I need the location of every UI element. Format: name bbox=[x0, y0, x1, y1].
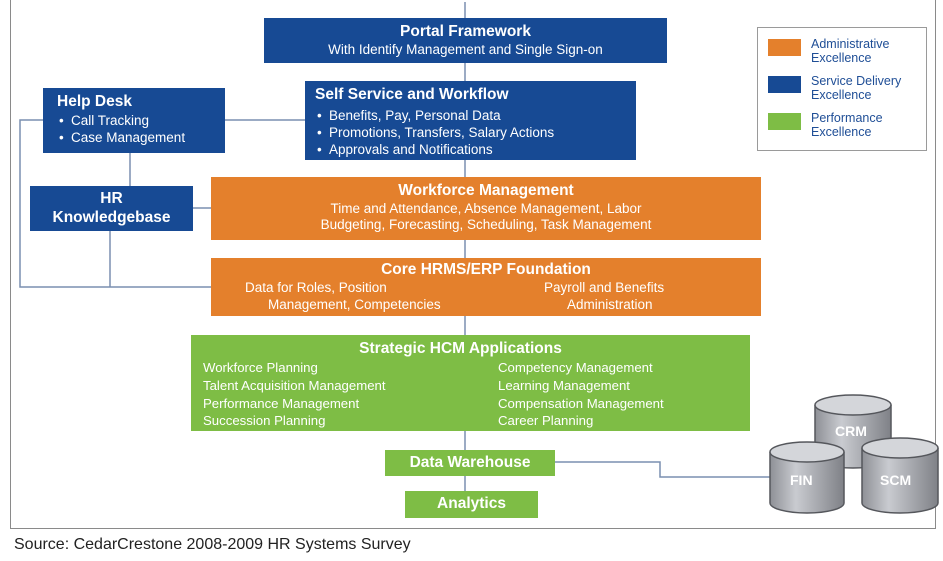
fin-label: FIN bbox=[790, 472, 813, 488]
list-item: Performance Management bbox=[203, 395, 360, 411]
legend-label-line: Performance bbox=[811, 111, 883, 125]
list-item: Talent Acquisition Management bbox=[203, 377, 386, 393]
legend-label-line: Excellence bbox=[811, 51, 872, 66]
data-warehouse-label: Data Warehouse bbox=[409, 454, 531, 471]
legend: Administrative Excellence Service Delive… bbox=[757, 27, 927, 151]
source-caption: Source: CedarCrestone 2008-2009 HR Syste… bbox=[14, 536, 411, 553]
legend-swatch-green bbox=[768, 113, 801, 130]
data-warehouse-box: Data Warehouse bbox=[385, 450, 555, 476]
crm-label: CRM bbox=[835, 423, 867, 439]
connector-warehouse-db bbox=[555, 461, 780, 478]
knowledgebase-line1: HR bbox=[100, 190, 123, 207]
hr-knowledgebase-box: HR Knowledgebase bbox=[30, 186, 193, 231]
fin-database-icon bbox=[769, 441, 845, 514]
analytics-box: Analytics bbox=[405, 491, 538, 518]
list-item: Career Planning bbox=[498, 413, 594, 429]
workforce-line1: Time and Attendance, Absence Management,… bbox=[330, 200, 642, 216]
list-item: Promotions, Transfers, Salary Actions bbox=[315, 124, 636, 142]
strategic-left-column: Workforce Planning Talent Acquisition Ma… bbox=[203, 359, 386, 430]
knowledgebase-line2: Knowledgebase bbox=[52, 208, 171, 226]
connector-helpdesk-core bbox=[19, 119, 211, 288]
core-hrms-body: Data for Roles, Position Management, Com… bbox=[211, 280, 761, 316]
legend-label-line: Excellence bbox=[811, 125, 872, 140]
list-item: Benefits, Pay, Personal Data bbox=[315, 107, 636, 125]
legend-item-performance: Performance Excellence bbox=[768, 111, 921, 140]
list-item: Call Tracking bbox=[57, 112, 225, 130]
list-item: Compensation Management bbox=[498, 395, 664, 411]
portal-title: Portal Framework bbox=[400, 23, 531, 40]
help-desk-title: Help Desk bbox=[57, 93, 132, 110]
analytics-label: Analytics bbox=[437, 495, 506, 512]
legend-label: Administrative Excellence bbox=[811, 37, 921, 66]
help-desk-list: Call Tracking Case Management bbox=[57, 112, 225, 147]
strategic-right-column: Competency Management Learning Managemen… bbox=[498, 359, 718, 430]
legend-item-administrative: Administrative Excellence bbox=[768, 37, 921, 66]
core-right-line2: Administration bbox=[567, 296, 653, 312]
workforce-line2: Budgeting, Forecasting, Scheduling, Task… bbox=[320, 217, 652, 233]
list-item: Succession Planning bbox=[203, 413, 326, 429]
legend-label-line: Service Delivery bbox=[811, 74, 902, 88]
list-item: Approvals and Notifications bbox=[315, 141, 636, 159]
portal-framework-box: Portal Framework With Identify Managemen… bbox=[264, 18, 667, 63]
workforce-management-box: Workforce Management Time and Attendance… bbox=[211, 177, 761, 240]
self-service-title: Self Service and Workflow bbox=[315, 86, 509, 103]
scm-database-icon bbox=[861, 437, 939, 514]
strategic-hcm-box: Strategic HCM Applications Workforce Pla… bbox=[191, 335, 750, 431]
legend-label: Performance Excellence bbox=[811, 111, 921, 140]
list-item: Workforce Planning bbox=[203, 359, 318, 375]
workforce-title: Workforce Management bbox=[398, 182, 574, 199]
self-service-list: Benefits, Pay, Personal Data Promotions,… bbox=[315, 107, 636, 159]
legend-item-service-delivery: Service Delivery Excellence bbox=[768, 74, 921, 103]
portal-subtitle: With Identify Management and Single Sign… bbox=[328, 41, 603, 57]
legend-swatch-blue bbox=[768, 76, 801, 93]
list-item: Competency Management bbox=[498, 359, 653, 375]
core-hrms-box: Core HRMS/ERP Foundation Data for Roles,… bbox=[211, 258, 761, 316]
strategic-apps: Workforce Planning Talent Acquisition Ma… bbox=[203, 359, 718, 430]
core-hrms-title: Core HRMS/ERP Foundation bbox=[381, 261, 591, 278]
core-right-line1: Payroll and Benefits bbox=[544, 279, 665, 295]
core-left-line2: Management, Competencies bbox=[268, 296, 441, 312]
scm-label: SCM bbox=[880, 472, 912, 488]
help-desk-box: Help Desk Call Tracking Case Management bbox=[43, 88, 225, 153]
self-service-box: Self Service and Workflow Benefits, Pay,… bbox=[305, 81, 636, 160]
list-item: Learning Management bbox=[498, 377, 630, 393]
legend-label-line: Excellence bbox=[811, 88, 872, 103]
list-item: Case Management bbox=[57, 129, 225, 147]
legend-label: Service Delivery Excellence bbox=[811, 74, 921, 103]
legend-swatch-orange bbox=[768, 39, 801, 56]
legend-label-line: Administrative bbox=[811, 37, 890, 51]
strategic-title: Strategic HCM Applications bbox=[359, 340, 562, 357]
core-left-line1: Data for Roles, Position bbox=[245, 279, 387, 295]
